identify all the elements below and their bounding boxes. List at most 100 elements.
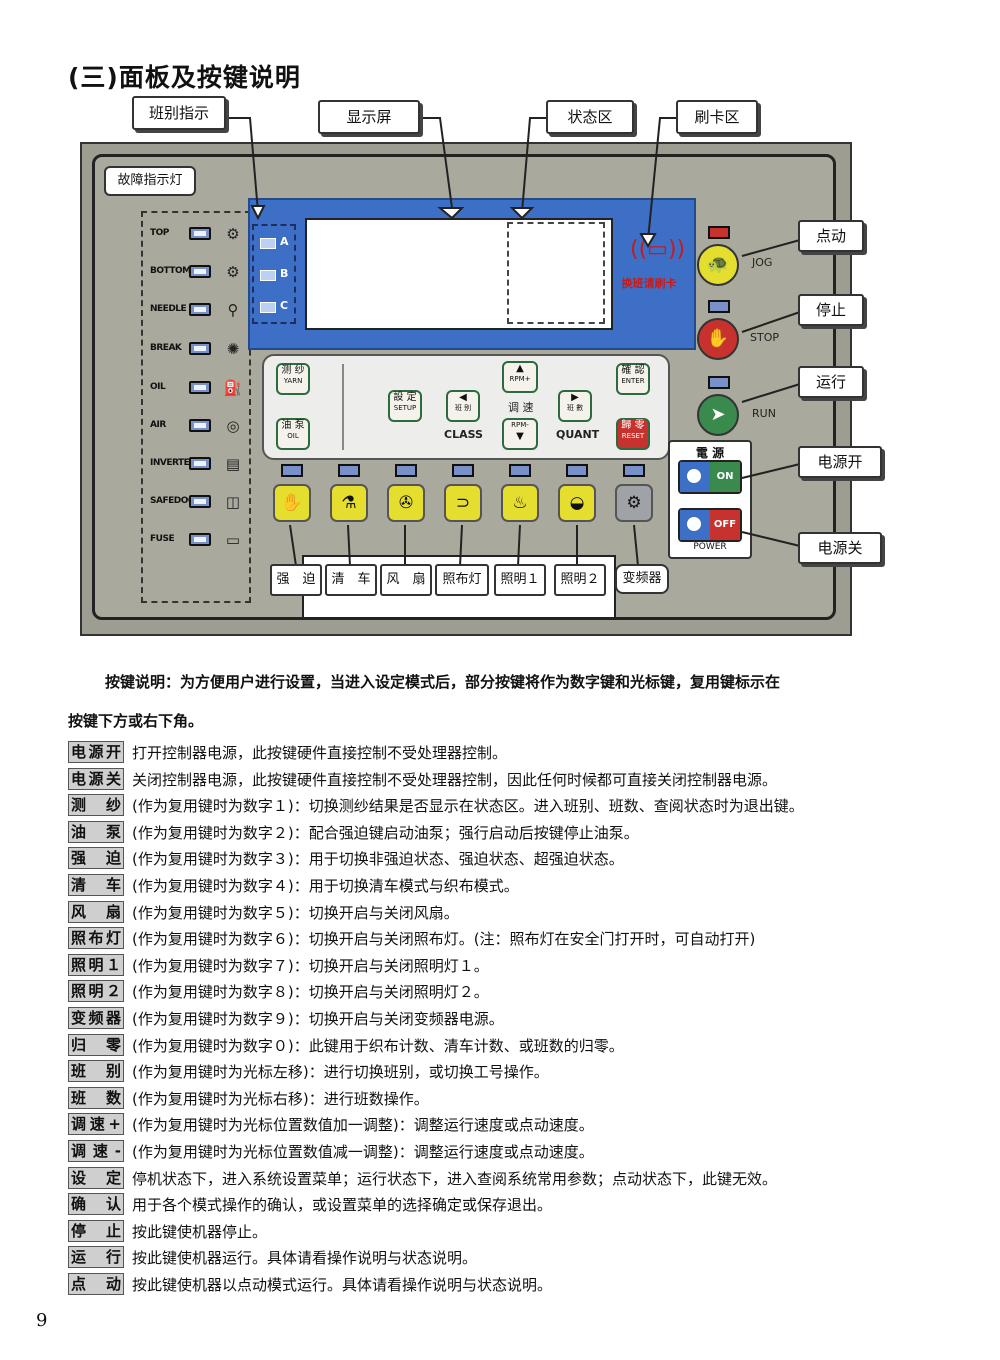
motor-icon: ⚙ — [626, 493, 642, 513]
oil-key-label: 油 泵 — [281, 420, 305, 431]
light2-button[interactable]: ◒ — [558, 484, 596, 522]
fault-lamp-row: OIL ⛽ — [143, 377, 249, 403]
key-name-box: 测纱 — [68, 794, 124, 817]
fault-lamp-row: BOTTOM ⚙ — [143, 261, 249, 287]
turtle-icon: 🐢 — [706, 254, 730, 275]
reset-key-sub: RESET — [621, 432, 645, 440]
enter-key-sub: ENTER — [621, 377, 645, 385]
page-title: (三)面板及按键说明 — [68, 63, 301, 92]
jog-led — [708, 226, 730, 239]
fault-lamp-label: NEEDLE — [150, 304, 187, 314]
status-area — [507, 222, 605, 324]
intro-line-1: 按键说明：为方便用户进行设置，当进入设定模式后，部分按键将作为数字键和光标键，复… — [105, 673, 781, 691]
light1-button[interactable]: ♨ — [501, 484, 539, 522]
callout-fault-lamps: 故障指示灯 — [104, 166, 196, 196]
lamp-icon: ⊃ — [455, 493, 471, 513]
callout-status-area: 状态区 — [546, 100, 634, 134]
left-arrow-icon: ◀ — [459, 392, 467, 403]
cloth-light-button[interactable]: ⊃ — [444, 484, 482, 522]
cloth-light-led — [452, 464, 474, 477]
key-description-text: (作为复用键时为数字３)：用于切换非强迫状态、强迫状态、超强迫状态。 — [132, 850, 624, 869]
key-description-text: 关闭控制器电源，此按键硬件直接控制不受处理器控制，因此任何时候都可直接关闭控制器… — [132, 770, 778, 789]
key-name-box: 变频器 — [68, 1007, 124, 1029]
top-sensor-icon: ⚙ — [226, 225, 240, 243]
shift-label: A — [280, 235, 289, 248]
key-description-text: 按此键使机器运行。具体请看操作说明与状态说明。 — [132, 1249, 478, 1268]
power-off-indicator — [680, 510, 710, 540]
safety-door-icon: ◫ — [225, 493, 241, 511]
stop-hand-icon: ✋ — [706, 328, 730, 349]
key-description-text: (作为复用键时为数字８)：切换开启与关闭照明灯２。 — [132, 983, 489, 1002]
yarn-key-sub: YARN — [283, 377, 303, 385]
callout-leader-lines — [226, 117, 801, 567]
fault-lamp-row: BREAK ✺ — [143, 338, 249, 364]
rpm-down-key[interactable]: RPM-▼ — [502, 418, 538, 450]
fault-lamp-label: INVERTER — [150, 458, 196, 468]
key-description-text: (作为复用键时为数字９)：切换开启与关闭变频器电源。 — [132, 1010, 504, 1028]
callout-clean: 清 车 — [325, 564, 377, 596]
run-label: RUN — [752, 407, 776, 420]
key-name-box: 照布灯 — [68, 927, 124, 950]
key-name-box: 调速+ — [68, 1113, 124, 1136]
key-name-box: 清车 — [68, 874, 124, 896]
jog-label: JOG — [752, 256, 773, 269]
key-description-text: 打开控制器电源，此按键硬件直接控制不受处理器控制。 — [132, 744, 508, 762]
force-button[interactable]: ✋ — [273, 484, 311, 522]
key-name-box: 确认 — [68, 1193, 124, 1216]
fault-lamp-label: FUSE — [150, 534, 175, 544]
inverter-icon: ▤ — [225, 455, 241, 473]
key-description-text: 停机状态下，进入系统设置菜单；运行状态下，进入查阅系统常用参数；点动状态下，此键… — [132, 1169, 778, 1188]
spray-icon: ⚗ — [341, 493, 357, 513]
key-name-box: 照明２ — [68, 980, 124, 1003]
key-description-text: (作为复用键时为光标左移)：进行切换班别，或切换工号操作。 — [132, 1063, 549, 1082]
power-on-button[interactable]: ON — [678, 460, 742, 494]
stop-button[interactable]: ✋ — [697, 318, 739, 360]
power-label: POWER — [693, 542, 727, 552]
key-name-box: 归零 — [68, 1033, 124, 1056]
power-off-button[interactable]: OFF — [678, 508, 742, 542]
quant-key-caption: QUANT — [556, 428, 600, 441]
jog-button[interactable]: 🐢 — [697, 244, 739, 286]
power-on-label: ON — [710, 462, 740, 492]
power-switch-group: 電 源 ON OFF POWER — [668, 440, 752, 559]
key-description-text: (作为复用键时为数字４)：用于切换清车模式与织布模式。 — [132, 877, 519, 895]
callout-run: 运行 — [798, 366, 864, 398]
reset-key-label: 歸 零 — [621, 420, 645, 431]
key-name-box: 班数 — [68, 1086, 124, 1109]
rabbit-icon: ➤ — [710, 404, 726, 425]
fault-led — [189, 457, 211, 470]
class-key[interactable]: ◀班 别 — [446, 390, 480, 422]
key-description-text: 用于各个模式操作的确认，或设置菜单的选择确定或保存退出。 — [132, 1196, 553, 1215]
key-name-box: 运行 — [68, 1246, 124, 1269]
fault-led — [189, 533, 211, 546]
run-button[interactable]: ➤ — [697, 394, 739, 436]
fault-lamp-label: BREAK — [150, 343, 182, 353]
quant-key-label: 班 數 — [566, 404, 584, 412]
fuse-icon: ▭ — [225, 531, 241, 549]
fault-lamp-row: INVERTER ▤ — [143, 453, 249, 479]
fault-led — [189, 227, 211, 240]
needle-icon: ⚲ — [227, 301, 239, 319]
inverter-button[interactable]: ⚙ — [615, 484, 653, 522]
key-description-text: (作为复用键时为数字６)：切换开启与关闭照布灯。(注：照布灯在安全门打开时，可自… — [132, 930, 756, 949]
callout-display: 显示屏 — [318, 100, 420, 134]
clean-button[interactable]: ⚗ — [330, 484, 368, 522]
card-swipe-area[interactable]: ((▭)) 换班请刷卡 — [610, 205, 688, 315]
key-description-text: (作为复用键时为光标位置数值加一调整)：调整运行速度或点动速度。 — [132, 1116, 594, 1135]
fan-button[interactable]: ✇ — [387, 484, 425, 522]
key-description-text: (作为复用键时为数字１)：切换测纱结果是否显示在状态区。进入班别、班数、查阅状态… — [132, 797, 804, 816]
key-name-box: 强迫 — [68, 847, 124, 870]
callout-power-off: 电源关 — [798, 532, 882, 564]
rpm-up-key[interactable]: ▲RPM+ — [502, 361, 538, 393]
callout-fan: 风 扇 — [380, 564, 432, 596]
setup-key-label: 設 定 — [393, 392, 417, 403]
callout-light2: 照明２ — [554, 564, 606, 596]
key-description-text: (作为复用键时为数字７)：切换开启与关闭照明灯１。 — [132, 956, 489, 975]
quant-key[interactable]: ▶班 數 — [558, 390, 592, 422]
